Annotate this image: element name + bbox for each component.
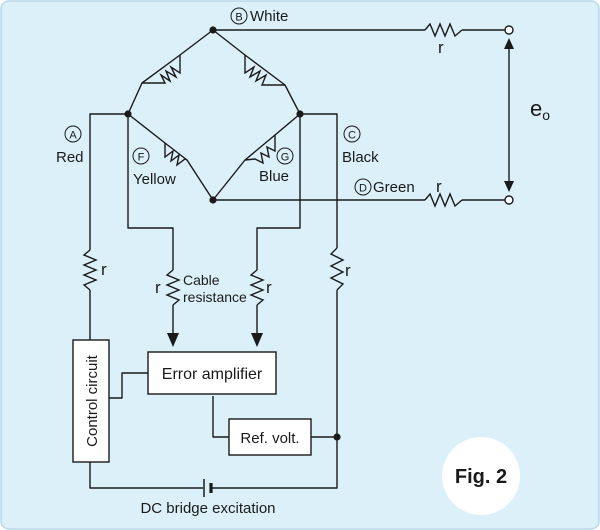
cable-resistance-label-line2: resistance	[183, 289, 247, 305]
resistor-green	[424, 192, 463, 208]
node-white	[209, 26, 217, 34]
node-red	[124, 110, 132, 118]
output-terminal-top	[504, 25, 514, 35]
resistor-red	[82, 249, 98, 291]
blue-lead	[256, 114, 301, 335]
terminal-badge-b	[230, 7, 248, 25]
yellow-lead	[127, 114, 174, 335]
terminal-letter-c: C	[348, 130, 356, 142]
terminal-badge-d	[354, 178, 372, 196]
resistor-label-red: r	[101, 260, 107, 279]
bridge-arm-top-right	[212, 29, 301, 115]
figure-label: Fig. 2	[455, 466, 507, 488]
wires	[89, 29, 510, 489]
output-voltage-label: eo	[530, 96, 550, 123]
terminal-color-g: Blue	[259, 168, 289, 185]
ref-volt-label: Ref. volt.	[240, 430, 299, 447]
control-to-battery-wire	[89, 462, 203, 489]
red-lead	[89, 113, 128, 340]
junctions	[124, 26, 341, 441]
output-arrow-down	[504, 181, 514, 192]
terminal-labels: B White A Red C Black F Yellow G Blue D …	[56, 7, 415, 196]
black-lead	[212, 113, 338, 489]
terminal-badge-g	[276, 147, 294, 165]
resistor-blue	[249, 269, 265, 306]
error-amplifier-box	[147, 351, 277, 395]
terminal-badge-f	[132, 147, 150, 165]
output-terminals	[504, 25, 514, 205]
terminal-color-d: Green	[373, 179, 415, 196]
resistor-yellow	[165, 269, 181, 306]
arrowheads	[167, 38, 514, 347]
resistors	[82, 22, 463, 306]
resistor-arm-bottom-left	[164, 143, 188, 167]
resistor-arm-top-right	[244, 55, 285, 86]
control-circuit-box	[72, 339, 110, 463]
terminal-color-f: Yellow	[133, 171, 176, 188]
terminal-letter-b: B	[235, 12, 242, 24]
node-green	[209, 196, 217, 204]
output-arrow-up	[504, 38, 514, 49]
output-voltage-subscript: o	[542, 107, 550, 123]
resistor-label-white: r	[438, 38, 444, 57]
node-refvolt-black	[333, 433, 341, 441]
error-amplifier-label: Error amplifier	[162, 366, 263, 383]
bridge-arm-bottom-left	[127, 113, 214, 201]
resistor-arm-top-left	[142, 55, 181, 84]
output-terminal-bottom	[504, 195, 514, 205]
yellow-arrow-down	[167, 333, 179, 347]
terminal-letter-a: A	[69, 130, 77, 142]
amp-to-control-wire	[109, 372, 148, 399]
terminal-letter-f: F	[138, 152, 145, 164]
control-circuit-label: Control circuit	[84, 354, 101, 447]
resistor-white	[424, 22, 463, 38]
node-black	[296, 110, 304, 118]
terminal-letter-d: D	[359, 183, 367, 195]
terminal-badge-a	[64, 125, 82, 143]
terminal-badge-c	[343, 125, 361, 143]
resistor-label-blue: r	[266, 278, 272, 297]
bridge-arm-top-left	[127, 29, 214, 115]
cable-resistance-label-line1: Cable	[183, 272, 220, 288]
dc-battery	[203, 479, 213, 497]
resistor-black	[329, 247, 345, 291]
terminal-letter-g: G	[281, 152, 290, 164]
bridge-arm-bottom-right	[212, 113, 301, 201]
resistor-labels: r r r r r r	[101, 38, 444, 297]
terminal-color-b: White	[250, 8, 288, 25]
resistor-label-black: r	[345, 261, 351, 280]
resistor-arm-bottom-right	[244, 135, 276, 165]
blue-arrow-down	[251, 333, 263, 347]
figure-badge	[442, 437, 520, 515]
dc-excitation-label: DC bridge excitation	[140, 500, 275, 517]
resistor-label-green: r	[436, 177, 442, 196]
refvolt-to-amp-wire	[212, 396, 229, 438]
ref-volt-box	[228, 418, 312, 456]
output-voltage-symbol: e	[530, 96, 542, 121]
blocks	[72, 339, 312, 463]
terminal-color-a: Red	[56, 149, 84, 166]
terminal-color-c: Black	[342, 149, 379, 166]
resistor-label-yellow: r	[155, 278, 161, 297]
